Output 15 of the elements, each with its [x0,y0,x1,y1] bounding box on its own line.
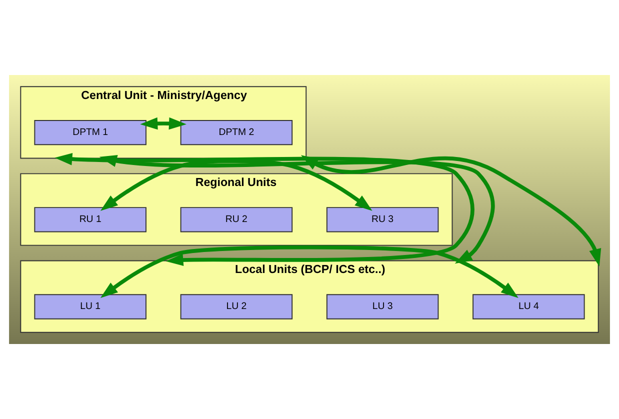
arrow [54,153,474,266]
arrow [300,155,602,266]
node-box: RU 3 [326,207,439,232]
arrow [100,159,372,211]
arrow [140,117,186,130]
node-box: LU 3 [326,294,439,320]
arrow [99,155,495,264]
node-box: RU 2 [180,207,293,232]
node-box: LU 4 [472,294,585,320]
node-box: LU 2 [180,294,293,320]
arrow [100,245,518,298]
node-box: DPTM 1 [34,120,146,146]
node-box: LU 1 [34,294,146,320]
node-box: RU 1 [34,207,146,232]
node-box: DPTM 2 [180,120,293,146]
